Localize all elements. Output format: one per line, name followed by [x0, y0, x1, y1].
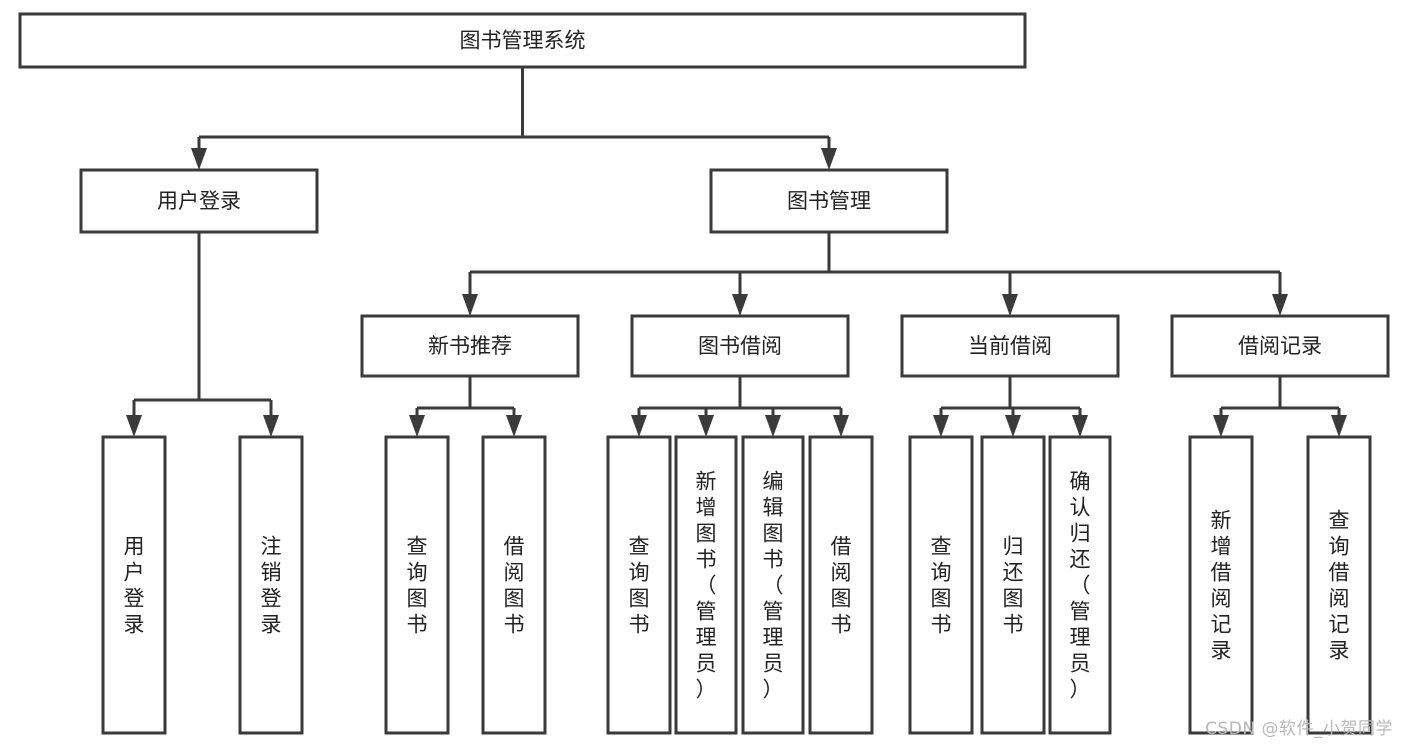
node-label-current-borrow: 当前借阅: [968, 334, 1052, 358]
node-box-leaf-return-book[interactable]: [980, 435, 1046, 735]
node-label-leaf-query-book-2: 查询图书: [629, 534, 650, 636]
connector-group-user-login: [126, 232, 279, 437]
node-leaf-query-book-3[interactable]: 查询图书: [908, 435, 974, 735]
node-box-root[interactable]: [18, 12, 1027, 69]
node-label-leaf-return-book: 归还图书: [1003, 534, 1024, 636]
node-box-leaf-confirm-return-admin[interactable]: [1048, 435, 1112, 735]
connector-group-root: [191, 67, 837, 170]
node-box-leaf-add-book-admin[interactable]: [674, 435, 738, 735]
node-book-manage[interactable]: 图书管理: [709, 168, 949, 234]
node-box-leaf-user-logout[interactable]: [238, 435, 304, 735]
node-leaf-borrow-book-1[interactable]: 借阅图书: [481, 435, 547, 735]
node-box-leaf-user-login[interactable]: [101, 435, 167, 735]
node-label-leaf-borrow-book-1: 借阅图书: [504, 534, 525, 636]
node-leaf-add-book-admin[interactable]: 新增图书（管理员）: [674, 435, 738, 735]
node-label-leaf-add-borrow-record: 新增借阅记录: [1211, 508, 1232, 662]
node-leaf-return-book[interactable]: 归还图书: [980, 435, 1046, 735]
connector-group-borrow-record: [1213, 376, 1347, 437]
node-box-user-login[interactable]: [79, 168, 319, 234]
node-box-leaf-edit-book-admin[interactable]: [741, 435, 805, 735]
node-leaf-query-book-1[interactable]: 查询图书: [384, 435, 450, 735]
node-borrow-record[interactable]: 借阅记录: [1170, 314, 1390, 378]
node-label-book-manage: 图书管理: [787, 189, 871, 213]
node-box-leaf-add-borrow-record[interactable]: [1188, 435, 1254, 735]
node-box-leaf-query-book-1[interactable]: [384, 435, 450, 735]
node-label-book-borrow: 图书借阅: [698, 334, 782, 358]
node-user-login[interactable]: 用户登录: [79, 168, 319, 234]
node-box-leaf-query-book-3[interactable]: [908, 435, 974, 735]
node-root[interactable]: 图书管理系统: [18, 12, 1027, 69]
node-label-leaf-query-borrow-record: 查询借阅记录: [1329, 508, 1350, 662]
connector-group-book-manage: [462, 232, 1288, 316]
node-box-leaf-borrow-book-1[interactable]: [481, 435, 547, 735]
node-label-leaf-edit-book-admin: 编辑图书（管理员）: [763, 469, 784, 701]
node-leaf-borrow-book-2[interactable]: 借阅图书: [808, 435, 874, 735]
node-label-new-book-rec: 新书推荐: [428, 334, 512, 358]
node-box-new-book-rec[interactable]: [360, 314, 580, 378]
node-label-borrow-record: 借阅记录: [1238, 334, 1322, 358]
node-new-book-rec[interactable]: 新书推荐: [360, 314, 580, 378]
node-current-borrow[interactable]: 当前借阅: [900, 314, 1120, 378]
node-label-leaf-add-book-admin: 新增图书（管理员）: [696, 469, 717, 701]
node-label-leaf-confirm-return-admin: 确认归还（管理员）: [1070, 469, 1091, 701]
node-label-root: 图书管理系统: [460, 29, 586, 53]
node-label-leaf-query-book-1: 查询图书: [407, 534, 428, 636]
node-label-leaf-query-book-3: 查询图书: [931, 534, 952, 636]
node-box-borrow-record[interactable]: [1170, 314, 1390, 378]
node-box-leaf-query-book-2[interactable]: [606, 435, 672, 735]
watermark-label: CSDN @软件_小贺同学: [1205, 719, 1393, 739]
node-leaf-user-login[interactable]: 用户登录: [101, 435, 167, 735]
node-leaf-edit-book-admin[interactable]: 编辑图书（管理员）: [741, 435, 805, 735]
node-label-leaf-borrow-book-2: 借阅图书: [831, 534, 852, 636]
node-leaf-add-borrow-record[interactable]: 新增借阅记录: [1188, 435, 1254, 735]
node-box-book-borrow[interactable]: [630, 314, 850, 378]
node-label-leaf-user-logout: 注销登录: [261, 534, 282, 636]
connector-group-book-borrow: [631, 376, 849, 437]
node-box-current-borrow[interactable]: [900, 314, 1120, 378]
node-leaf-user-logout[interactable]: 注销登录: [238, 435, 304, 735]
node-book-borrow[interactable]: 图书借阅: [630, 314, 850, 378]
node-box-book-manage[interactable]: [709, 168, 949, 234]
node-label-user-login: 用户登录: [157, 189, 241, 213]
node-box-leaf-query-borrow-record[interactable]: [1306, 435, 1372, 735]
node-layer: 图书管理系统用户登录图书管理新书推荐图书借阅当前借阅借阅记录用户登录注销登录查询…: [18, 12, 1390, 735]
node-leaf-confirm-return-admin[interactable]: 确认归还（管理员）: [1048, 435, 1112, 735]
node-leaf-query-book-2[interactable]: 查询图书: [606, 435, 672, 735]
connector-group-new-book-rec: [409, 376, 522, 437]
node-label-leaf-user-login: 用户登录: [124, 534, 145, 636]
node-box-leaf-borrow-book-2[interactable]: [808, 435, 874, 735]
connector-layer: [126, 67, 1347, 437]
node-leaf-query-borrow-record[interactable]: 查询借阅记录: [1306, 435, 1372, 735]
connector-group-current-borrow: [933, 376, 1088, 437]
